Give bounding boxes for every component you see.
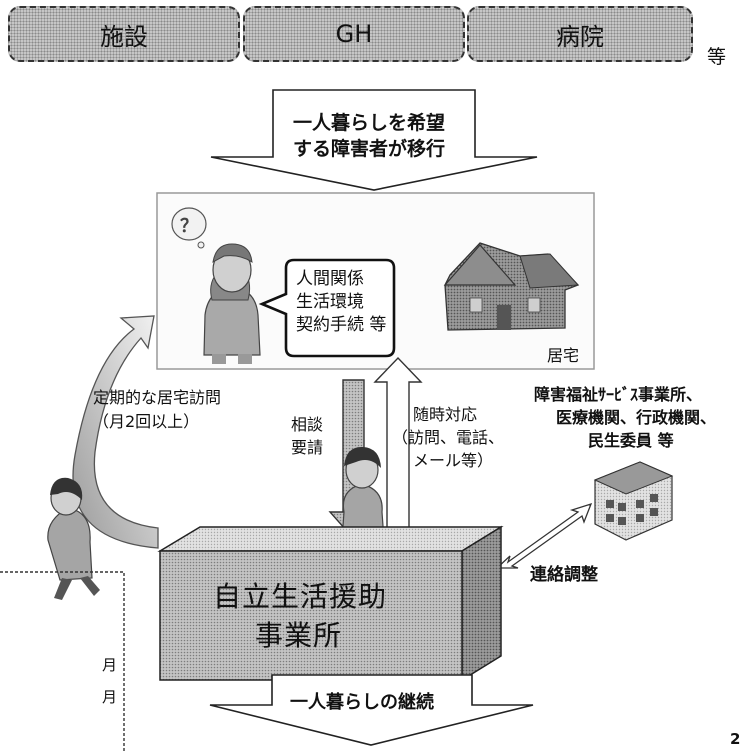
- source-gh-label: GH: [335, 20, 373, 48]
- anytime-line2: （訪問、電話、: [392, 428, 505, 447]
- home-label: 居宅: [547, 346, 580, 365]
- thinking-person-icon: [203, 243, 261, 364]
- staff-walking-icon: [47, 477, 100, 600]
- house-icon: [443, 242, 580, 331]
- anytime-line3: メール等）: [413, 451, 494, 470]
- bottom-arrow: [209, 674, 534, 746]
- anytime-line1: 随時対応: [413, 405, 478, 424]
- left-box-line2: 月: [102, 688, 118, 706]
- services-line3: 民生委員 等: [588, 431, 674, 450]
- consult-line2: 要請: [291, 438, 324, 457]
- left-box-line1: 月: [102, 656, 118, 674]
- office-building-icon: [593, 461, 674, 541]
- coordination-label: 連絡調整: [530, 565, 598, 585]
- visit-text-line1: 定期的な居宅訪問: [93, 388, 222, 407]
- services-line2: 医療機関、行政機関、: [556, 408, 717, 427]
- anytime-arrow-up: [373, 356, 423, 537]
- speech-line-1: 人間関係: [296, 269, 364, 289]
- speech-line-3: 契約手続 等: [296, 315, 387, 335]
- left-dashed-box: [0, 571, 125, 751]
- page-number: 2: [730, 730, 741, 748]
- speech-line-2: 生活環境: [296, 292, 364, 312]
- office-box: [157, 525, 504, 682]
- source-facility-label: 施設: [100, 22, 148, 51]
- bottom-arrow-label: 一人暮らしの継続: [290, 692, 434, 713]
- services-line1: 障害福祉ｻｰﾋﾞｽ事業所、: [534, 385, 703, 404]
- source-hospital: 病院: [467, 6, 693, 62]
- source-hospital-label: 病院: [556, 22, 604, 51]
- visit-text-line2: （月2回以上）: [93, 412, 200, 431]
- consult-line1: 相談: [291, 415, 324, 434]
- thought-mark: ？: [180, 216, 198, 237]
- top-arrow: [210, 89, 538, 191]
- top-arrow-line2: する障害者が移行: [293, 138, 446, 160]
- thought-bubble-icon: [171, 207, 207, 249]
- source-gh: GH: [243, 6, 465, 62]
- top-arrow-line1: 一人暮らしを希望: [293, 112, 446, 134]
- speech-bubble: [258, 258, 396, 358]
- office-line2: 事業所: [255, 619, 343, 652]
- staff-center-icon: [341, 446, 385, 541]
- sources-suffix: 等: [707, 46, 727, 68]
- office-line1: 自立生活援助: [213, 580, 388, 613]
- coordination-arrow: [495, 502, 593, 569]
- source-facility: 施設: [8, 6, 240, 62]
